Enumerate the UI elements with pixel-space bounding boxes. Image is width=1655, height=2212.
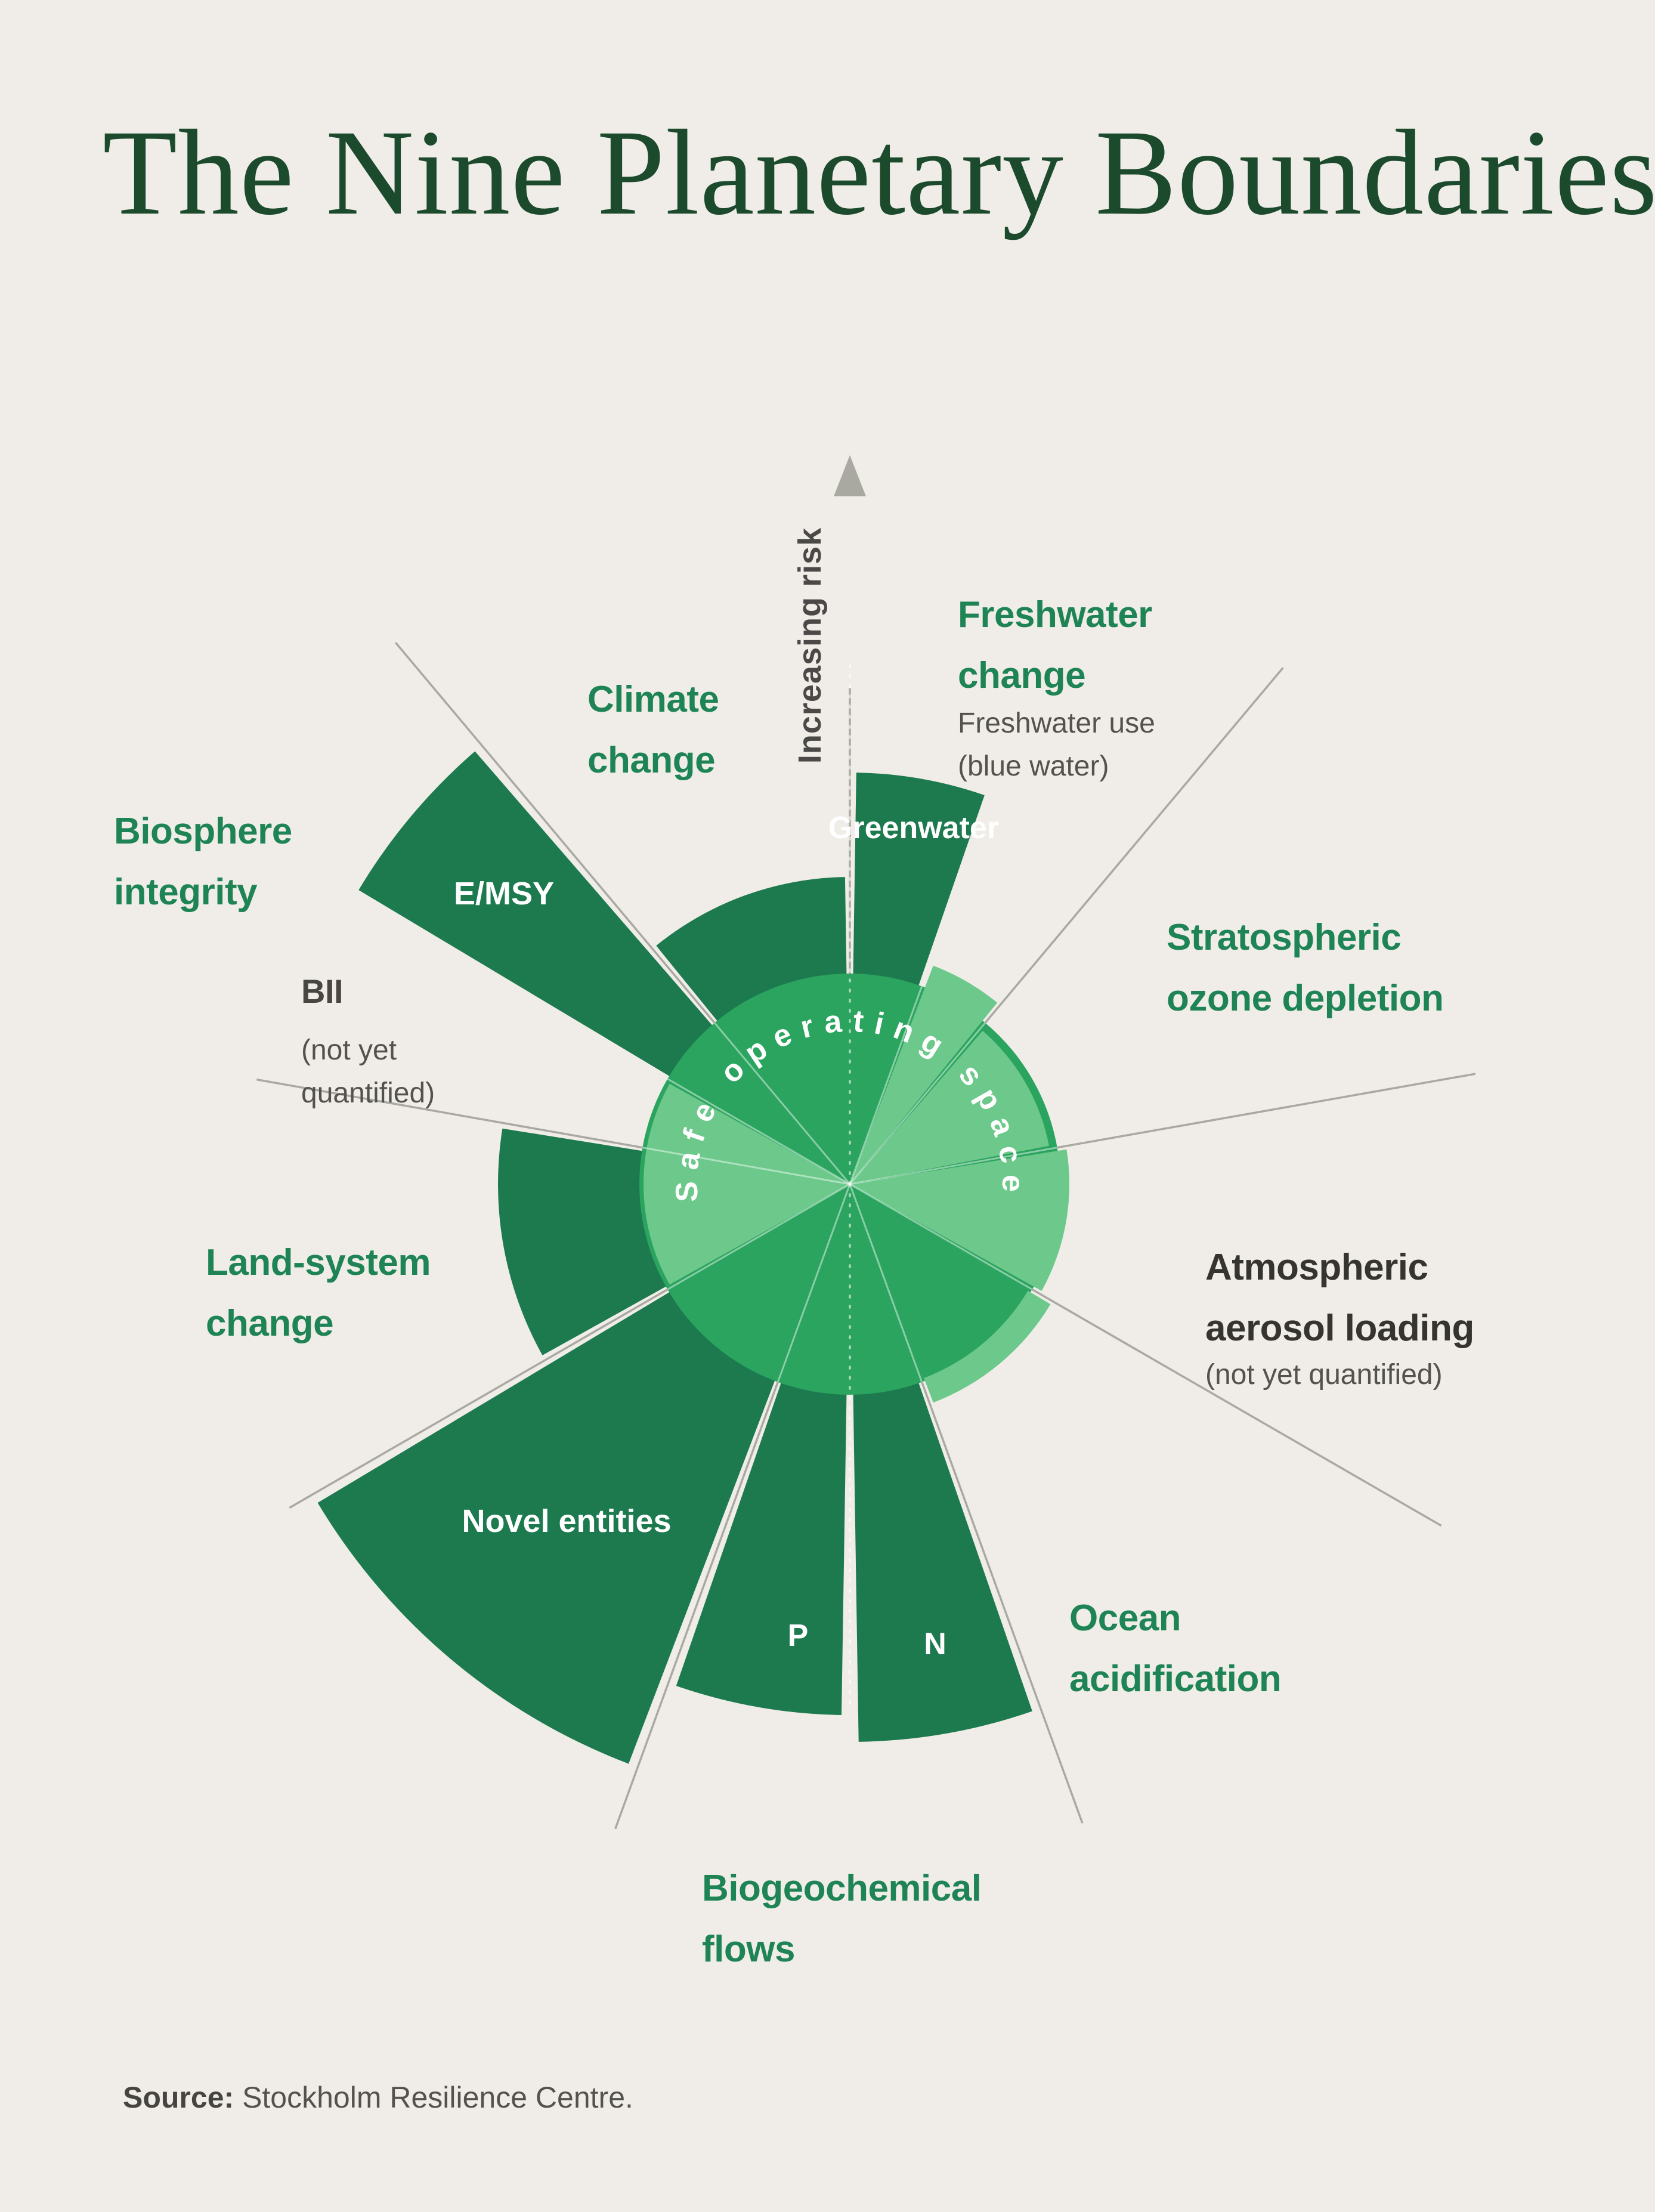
source-prefix: Source:: [123, 2081, 234, 2114]
label-aerosol-sub-line-0: (not yet quantified): [1205, 1359, 1443, 1391]
title-line-1: The Nine Planetary: [103, 105, 1064, 240]
label-ocean-line-1: acidification: [1069, 1658, 1282, 1700]
wedge-label-p: P: [788, 1615, 809, 1657]
label-stratospheric-ozone: Stratospheric ozone depletion: [1167, 907, 1444, 1029]
wedge-label-emsy-line-0: E/MSY: [453, 876, 555, 912]
label-biosphere-line-1: integrity: [114, 872, 258, 913]
wedge-label-green-water-line-0: Green: [828, 811, 918, 845]
label-biogeochemical-line-1: flows: [702, 1929, 795, 1970]
label-biogeochemical-line-0: Biogeochemical: [702, 1868, 982, 1909]
label-land-system-line-1: change: [206, 1303, 334, 1344]
label-aerosol-line-0: Atmospheric: [1205, 1247, 1428, 1288]
label-climate-change-line-1: change: [587, 740, 716, 781]
separator-40: [849, 1022, 986, 1185]
wedge-label-p-line-0: P: [787, 1618, 809, 1653]
label-stratospheric-ozone-line-0: Stratospheric: [1167, 917, 1402, 958]
increasing-risk-axis-label: Increasing risk: [792, 527, 828, 764]
label-aerosol: Atmospheric aerosol loading: [1205, 1237, 1474, 1359]
label-ocean-line-0: Ocean: [1069, 1598, 1181, 1639]
label-freshwater-sub-line-1: (blue water): [958, 750, 1109, 782]
label-bii-sub-line-1: quantified): [301, 1077, 435, 1109]
wedge-atmospheric-aerosol-loading: [850, 1149, 1070, 1291]
wedge-safe-interior-tint: [644, 1083, 850, 1285]
label-land-system: Land-system change: [206, 1232, 431, 1354]
source-text: Stockholm Resilience Centre.: [234, 2081, 633, 2114]
label-bii: BII: [301, 961, 344, 1022]
wedge-label-green-water: Greenwater: [828, 805, 999, 851]
label-aerosol-line-1: aerosol loading: [1205, 1308, 1474, 1349]
label-aerosol-sub: (not yet quantified): [1205, 1354, 1443, 1397]
separator-320: [713, 1022, 851, 1185]
label-bii-sub-line-0: (not yet: [301, 1034, 397, 1066]
separator-80: [849, 1147, 1057, 1185]
separator-20: [849, 985, 923, 1185]
wedge-label-novel-entities: Novel entities: [462, 1499, 671, 1543]
label-bii-line-0: BII: [301, 972, 344, 1010]
separator-300: [667, 1078, 850, 1185]
label-biogeochemical: Biogeochemical flows: [702, 1858, 982, 1980]
label-bii-sub: (not yet quantified): [301, 1029, 435, 1115]
wedge-label-novel-entities-line-0: Novel entities: [462, 1503, 672, 1539]
label-freshwater-sub-line-0: Freshwater use: [958, 708, 1155, 739]
increasing-risk-arrowhead: [834, 455, 866, 496]
title-line-2: Boundaries: [1095, 105, 1655, 240]
label-ocean: Ocean acidification: [1069, 1588, 1282, 1710]
separator-160: [849, 1184, 923, 1383]
source-note: Source: Stockholm Resilience Centre.: [123, 2080, 633, 2115]
label-stratospheric-ozone-line-1: ozone depletion: [1167, 978, 1444, 1019]
wedge-ocean-acidification: [850, 1184, 1028, 1379]
label-biosphere-line-0: Biosphere: [114, 811, 292, 852]
separator-200: [777, 1184, 851, 1383]
label-freshwater-change-line-0: Freshwater: [958, 594, 1152, 635]
label-biosphere: Biosphere integrity: [114, 801, 292, 923]
wedge-label-green-water-line-1: water: [918, 811, 1000, 845]
label-freshwater-change-line-1: change: [958, 655, 1086, 696]
separator-240: [667, 1183, 850, 1290]
separator-280: [642, 1147, 850, 1185]
separator-120: [849, 1183, 1033, 1290]
wedge-label-n: N: [924, 1623, 946, 1665]
page-title: The Nine Planetary Boundaries: [103, 100, 1655, 246]
label-freshwater-sub: Freshwater use (blue water): [958, 702, 1155, 788]
label-climate-change: Climate change: [587, 669, 719, 791]
sector-separators: [642, 664, 1057, 1704]
wedge-label-emsy: E/MSY: [454, 872, 554, 916]
label-climate-change-line-0: Climate: [587, 679, 719, 720]
label-land-system-line-0: Land-system: [206, 1242, 431, 1283]
wedge-label-n-line-0: N: [924, 1627, 946, 1661]
label-freshwater-change: Freshwater change: [958, 585, 1152, 706]
wedge-blue-water: [850, 965, 998, 1184]
wedge-stratospheric-ozone-depletion: [850, 1031, 1049, 1184]
